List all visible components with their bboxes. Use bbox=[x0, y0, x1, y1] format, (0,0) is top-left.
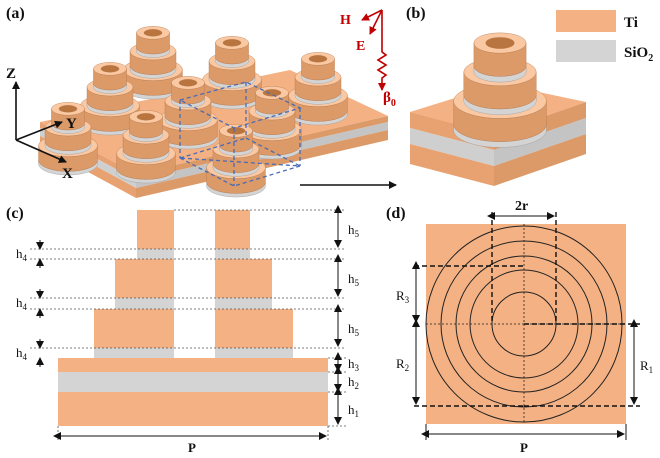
e-field-label: E bbox=[356, 39, 365, 54]
panel-d: (d) bbox=[386, 199, 653, 455]
legend-swatch-ti bbox=[556, 10, 616, 32]
panel-d-label: (d) bbox=[386, 205, 406, 222]
panel-c: (c) bbox=[6, 205, 360, 455]
beta-label: β0 bbox=[383, 90, 396, 109]
c-label-h3: h3 bbox=[348, 356, 360, 373]
tower-a-6 bbox=[242, 86, 302, 160]
d-label-r3: R3 bbox=[396, 288, 410, 305]
c-right-tier1-ti bbox=[215, 309, 293, 348]
block-b-front-ti-bottom bbox=[410, 144, 494, 186]
panel-a-label: (a) bbox=[6, 5, 25, 22]
c-left-tier1-ti bbox=[94, 309, 174, 348]
c-right-tier2-ti bbox=[215, 259, 272, 298]
c-right-tier3-sio2 bbox=[215, 249, 250, 259]
block-b-front-sio2 bbox=[410, 128, 494, 166]
tower-b-main bbox=[453, 32, 547, 148]
c-right-tier2-sio2 bbox=[215, 298, 272, 309]
block-b-right-sio2 bbox=[494, 118, 586, 166]
tower-a-3 bbox=[288, 52, 348, 126]
c-left-tier1-sio2 bbox=[94, 348, 174, 358]
c-label-h4-mid: h4 bbox=[16, 295, 28, 312]
c-left-tier2-ti bbox=[115, 259, 174, 298]
legend-label-sio2: SiO2 bbox=[624, 45, 653, 64]
c-label-h5-mid: h5 bbox=[348, 271, 360, 288]
c-dim-arrows bbox=[36, 205, 342, 440]
d-label-r2: R2 bbox=[396, 356, 409, 373]
block-b-right-ti-bottom bbox=[494, 134, 586, 186]
axis-z-label: Z bbox=[6, 66, 16, 82]
d-edge-ticks bbox=[425, 424, 627, 440]
c-left-tier3-ti bbox=[137, 210, 174, 249]
legend: Ti SiO2 bbox=[556, 10, 653, 64]
d-label-2r: 2r bbox=[515, 199, 528, 214]
tower-group-a bbox=[38, 26, 348, 198]
tower-a-8 bbox=[116, 110, 176, 184]
c-right-tier3-ti bbox=[215, 210, 250, 249]
axis-y-label: Y bbox=[66, 116, 77, 132]
panel-a: Z Y X H E β0 (a) bbox=[6, 5, 396, 198]
panel-b: (b) bbox=[406, 5, 586, 186]
c-label-h4-top: h4 bbox=[16, 246, 28, 263]
tower-a-4 bbox=[80, 62, 140, 136]
axis-x-label: X bbox=[62, 166, 73, 182]
coordinate-axes bbox=[12, 81, 67, 163]
tower-a-2 bbox=[202, 36, 262, 110]
c-label-h5-low: h5 bbox=[348, 321, 360, 338]
c-label-p: P bbox=[188, 440, 196, 455]
panel-c-label: (c) bbox=[6, 205, 24, 222]
d-guides bbox=[414, 212, 640, 407]
c-right-tier1-sio2 bbox=[215, 348, 293, 358]
c-sio2-layer-h2 bbox=[58, 372, 328, 392]
c-left-tier3-sio2 bbox=[137, 249, 174, 259]
unit-cell-box bbox=[178, 81, 302, 187]
tower-a-5 bbox=[158, 76, 218, 150]
c-label-h4-low: h4 bbox=[16, 345, 28, 362]
panel-b-label: (b) bbox=[406, 5, 426, 22]
d-label-r1: R1 bbox=[640, 358, 653, 375]
c-ti-layer-h1 bbox=[58, 392, 328, 426]
tower-b bbox=[453, 32, 547, 148]
d-label-p: P bbox=[520, 440, 528, 455]
c-label-h1: h1 bbox=[348, 402, 359, 419]
legend-swatch-sio2 bbox=[556, 40, 616, 62]
c-label-h2: h2 bbox=[348, 374, 359, 391]
c-left-tier2-sio2 bbox=[115, 298, 174, 309]
h-field-label: H bbox=[340, 13, 351, 28]
c-ti-layer-h3 bbox=[58, 358, 328, 372]
c-label-h5-top: h5 bbox=[348, 222, 360, 239]
wave-vectors bbox=[361, 9, 388, 91]
d-dim-arrows bbox=[412, 212, 638, 438]
legend-label-ti: Ti bbox=[624, 15, 638, 31]
